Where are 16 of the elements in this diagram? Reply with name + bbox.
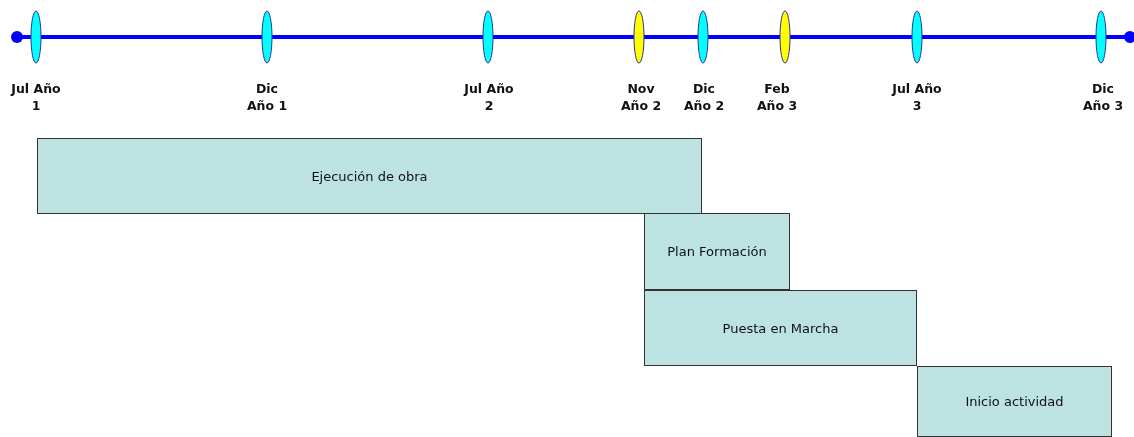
date-label: Dic Año 2	[682, 80, 726, 114]
task-bar	[917, 366, 1112, 437]
date-label: Dic Año 1	[245, 80, 289, 114]
date-label: Nov Año 2	[619, 80, 663, 114]
task-bar	[37, 138, 702, 214]
task-label: Plan Formación	[667, 244, 767, 259]
task-label: Puesta en Marcha	[722, 320, 839, 336]
date-label: Dic Año 3	[1081, 80, 1125, 114]
task-label: Ejecución de obra	[311, 168, 428, 184]
task-bar	[644, 213, 790, 290]
date-label: Jul Año 3	[892, 80, 942, 114]
task-bar	[644, 290, 917, 366]
task-label: Inicio actividad	[965, 394, 1064, 409]
date-label: Feb Año 3	[755, 80, 799, 114]
date-label: Jul Año 1	[11, 80, 61, 114]
date-label: Jul Año 2	[464, 80, 514, 114]
